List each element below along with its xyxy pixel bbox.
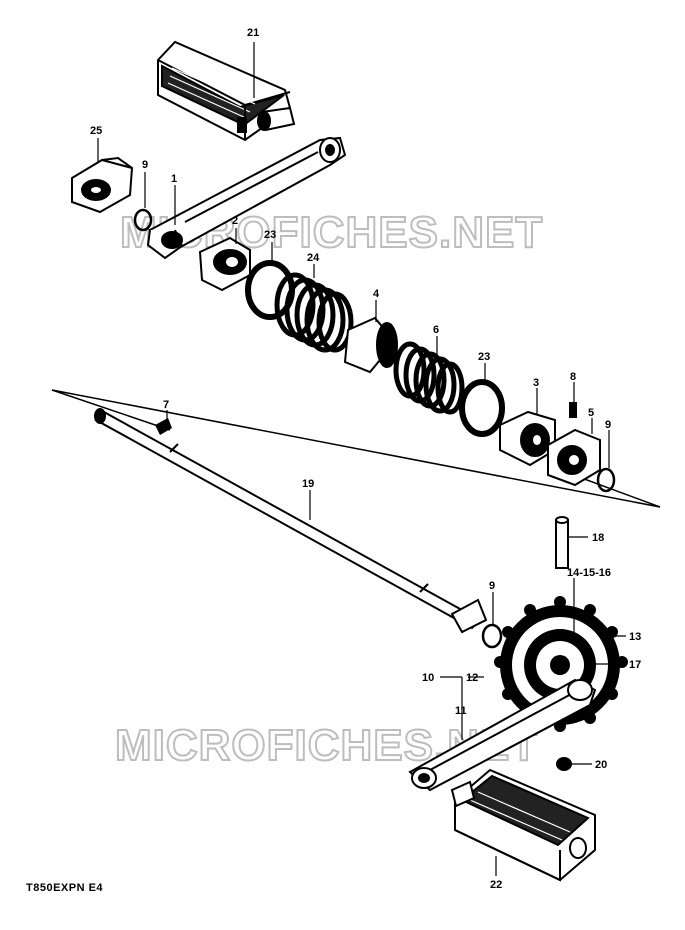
nut-5: [547, 428, 601, 487]
part-label-1: 1: [171, 173, 177, 185]
part-label-2: 2: [232, 215, 238, 227]
diagram-code: T850EXPN E4: [26, 882, 104, 894]
part-label-17: 17: [629, 659, 641, 671]
leader-lines: [97, 42, 626, 876]
crank-nut-25: [71, 156, 134, 214]
washer-9-top: [133, 208, 153, 232]
washer-9-lower: [481, 623, 503, 649]
part-label-23-upper: 23: [264, 229, 276, 241]
cone-3: [499, 410, 556, 467]
spring-6: [393, 341, 465, 415]
crank-arm-lower: [408, 678, 597, 792]
part-label-13: 13: [629, 631, 641, 643]
key-7: [155, 418, 172, 435]
part-label-20: 19: [302, 478, 314, 490]
part-label-6: 6: [433, 324, 439, 336]
crank-arm-upper: [146, 136, 347, 260]
part-label-8: 8: [570, 371, 576, 383]
part-label-9-top: 9: [142, 159, 148, 171]
part-label-5: 5: [588, 407, 594, 419]
part-label-24: 24: [307, 252, 320, 264]
screw-8: [569, 402, 577, 418]
cone-2: [198, 236, 251, 292]
nut-19: [556, 757, 572, 771]
ring-23-lower: [459, 379, 505, 437]
pedal-top: [157, 40, 296, 142]
part-label-4: 4: [373, 288, 380, 300]
pedal-bottom: [450, 768, 596, 882]
part-label-3: 3: [533, 377, 539, 389]
part-label-9-right: 9: [605, 419, 611, 431]
part-label-18: 18: [592, 532, 604, 544]
part-label-22: 22: [490, 879, 502, 891]
part-labels: 21 25 9 1 2 23 24 4 6 23 3 8 5 9 7 19 9 …: [90, 27, 641, 891]
part-label-9-lower: 9: [489, 580, 495, 592]
part-label-25: 25: [90, 125, 102, 137]
part-label-7: 7: [163, 399, 169, 411]
part-label-19: 20: [595, 759, 607, 771]
part-label-14-15-16: 14-15-16: [567, 567, 611, 579]
spring-24: [274, 272, 354, 353]
part-label-21: 21: [247, 27, 259, 39]
part-label-10: 10: [422, 672, 434, 684]
part-label-23-lower: 23: [478, 351, 490, 363]
washer-9-right: [596, 467, 616, 493]
bolt-18: [555, 516, 569, 569]
sleeve-4: [343, 316, 398, 374]
part-label-12: 12: [466, 672, 478, 684]
part-label-11: 11: [455, 705, 467, 717]
axle-shaft-20: [94, 408, 488, 634]
